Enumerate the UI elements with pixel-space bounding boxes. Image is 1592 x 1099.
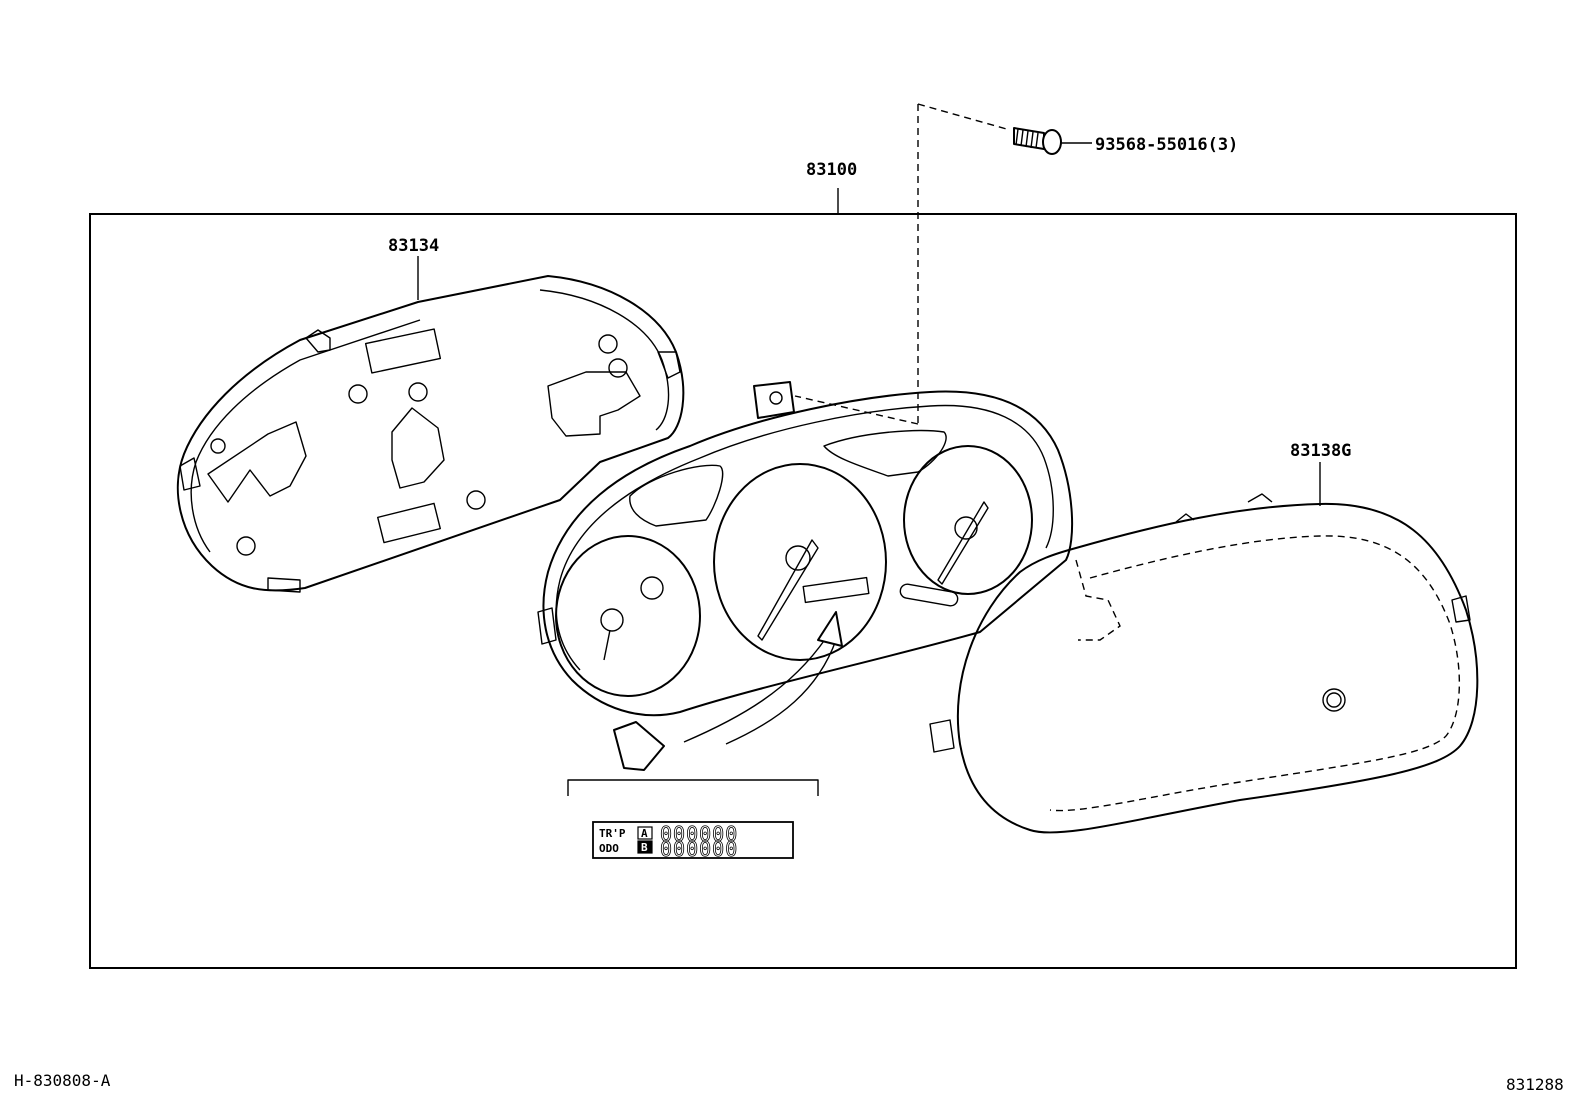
bolt-dash-to-hole [794,395,919,425]
meter-housing-outline [542,390,1074,717]
rear-case-connector-bottom [377,502,441,544]
glass-knob-hole [1322,688,1346,712]
glass-inner-dashed [1049,535,1461,812]
glass-tab-right [1451,595,1471,623]
lcd-mode-a: A [641,827,648,840]
socket-5 [466,490,486,510]
lcd-digits-bottom: 000000 [660,837,738,861]
gauge-right-hub [954,516,978,540]
gauge-right-needle [937,501,989,585]
gauge-center-lcd-window [802,576,870,604]
glass-tab-top [1247,493,1273,503]
bolt-group: 93568-55016(3) [794,103,1238,425]
backing-center [391,407,445,489]
glass-tab-top-2 [1175,513,1195,523]
detail-bracket [567,779,819,796]
detail-arrowhead-icon [817,611,843,647]
glass-83138G: 83138G [929,441,1479,834]
label-83138G: 83138G [1290,441,1351,461]
meter-top-tab [753,381,795,419]
footer-right-code: 831288 [1506,1075,1564,1094]
lcd-mode-b: B [641,841,648,854]
socket-4 [608,358,628,378]
gauge-center [713,463,887,661]
glass-hood-dashed [1075,559,1121,641]
rear-case-tab-left [179,457,201,491]
bolt-dash-diagonal [917,103,1011,131]
socket-2 [408,382,428,402]
lcd-digits-top: 000000 [660,822,738,846]
meter-assembly [537,381,1074,771]
gauge-right [903,445,1033,595]
backing-right [547,371,641,437]
odometer-lcd [592,821,794,859]
gauge-left-needle [603,629,611,661]
bolt-threads [1015,128,1039,149]
bolt-icon [1013,127,1045,150]
lcd-mode-a-box [637,826,653,840]
gauge-left [555,535,701,697]
rear-case-tab-bottom [267,577,301,593]
label-83100: 83100 [806,160,857,180]
lcd-mode-b-box [637,840,653,854]
lamp-window-top [823,429,947,477]
gauge-center-hub [785,545,811,571]
detail-arrow-line2 [725,639,837,745]
meter-housing-inner [555,404,1054,671]
gauge-center-needle [757,539,819,641]
rear-case-tab-top [305,329,331,353]
socket-1 [348,384,368,404]
glass-knob-hole-inner [1326,692,1342,708]
gauge-left-hub-2 [600,608,624,632]
socket-7 [210,438,226,454]
gauge-left-hub-1 [640,576,664,600]
backing-left [207,421,307,503]
lcd-odo-label: ODO [599,842,619,855]
glass-tab-left [929,719,955,753]
gauge-right-indicator [899,583,959,607]
assembly-frame [89,213,1517,969]
meter-left-clip [537,607,557,645]
glass-outline [956,502,1479,834]
bolt-head-icon [1042,129,1062,155]
lamp-window-left [629,464,724,527]
lcd-trip-label: TR'P [599,827,626,840]
socket-3 [598,334,618,354]
rear-case-tab-right [657,351,681,379]
odometer-detail: TR'P ODO A B 000000 000000 [567,779,819,861]
detail-arrow [683,637,827,743]
rear-case-outline [176,275,685,592]
rear-case-connector-top [364,328,442,374]
meter-bottom-tab [613,721,665,771]
label-83134: 83134 [388,236,439,256]
rear-case-83134: 83134 [176,236,685,593]
footer-left-code: H-830808-A [14,1071,111,1090]
socket-6 [236,536,256,556]
meter-tab-hole [769,391,783,405]
label-93568-55016: 93568-55016(3) [1095,135,1238,155]
